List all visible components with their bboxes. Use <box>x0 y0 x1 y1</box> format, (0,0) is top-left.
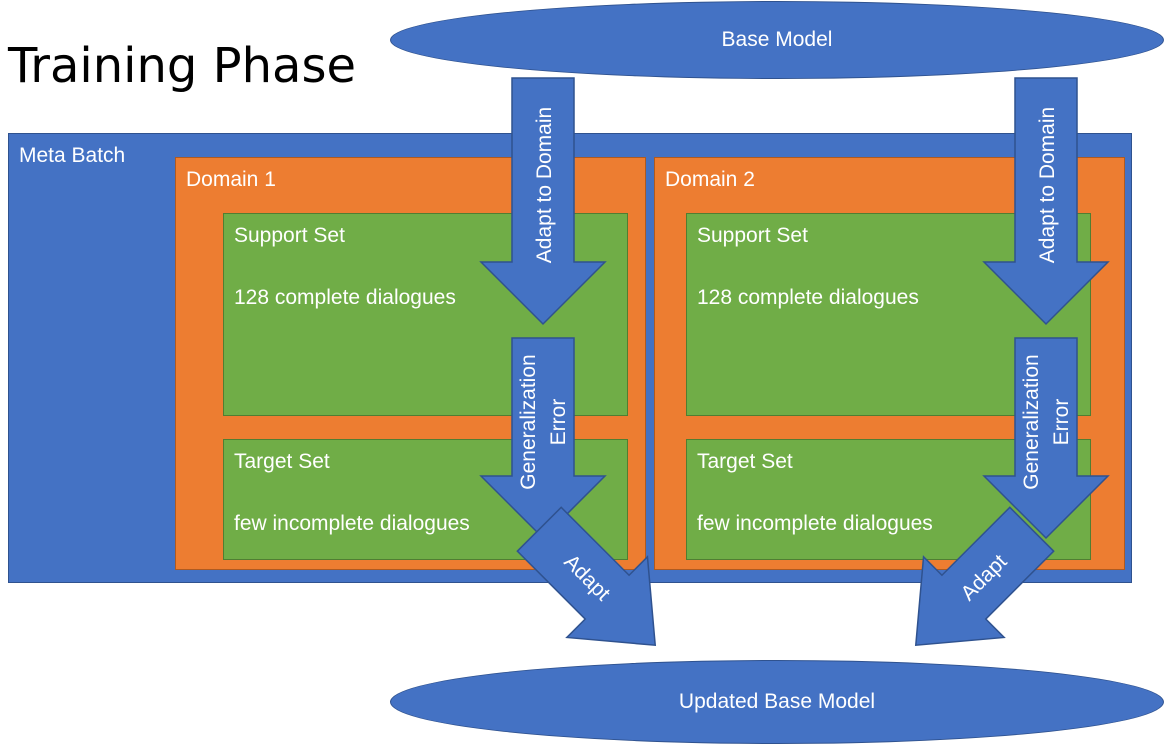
target-set-label: Target Set <box>234 450 330 473</box>
adapt-to-domain-arrow-1: Adapt to Domain <box>479 77 607 326</box>
target-set-description: few incomplete dialogues <box>234 512 470 535</box>
adapt-to-domain-arrow-2: Adapt to Domain <box>982 77 1110 326</box>
generalization-error-arrow-2: Generalization Error <box>982 337 1110 540</box>
updated-base-model-label: Updated Base Model <box>678 690 876 713</box>
support-set-description: 128 complete dialogues <box>697 286 919 309</box>
updated-base-model-ellipse: Updated Base Model <box>390 660 1164 744</box>
page-title: Training Phase <box>8 38 356 94</box>
domain-2-label: Domain 2 <box>665 168 755 191</box>
generalization-error-text-line1: Generalization <box>1020 354 1043 489</box>
base-model-ellipse: Base Model <box>390 1 1164 79</box>
generalization-error-arrow-1: Generalization Error <box>479 337 607 540</box>
generalization-error-text-line2: Error <box>1050 399 1073 446</box>
adapt-to-domain-text: Adapt to Domain <box>533 107 556 263</box>
support-set-label: Support Set <box>234 224 345 247</box>
domain-1-label: Domain 1 <box>186 168 276 191</box>
generalization-error-text-line2: Error <box>547 399 570 446</box>
support-set-label: Support Set <box>697 224 808 247</box>
target-set-label: Target Set <box>697 450 793 473</box>
adapt-arrow-2: Adapt <box>914 506 1055 647</box>
meta-batch-label: Meta Batch <box>19 144 126 167</box>
support-set-description: 128 complete dialogues <box>234 286 456 309</box>
base-model-label: Base Model <box>721 28 833 51</box>
adapt-arrow-1: Adapt <box>516 506 657 647</box>
target-set-description: few incomplete dialogues <box>697 512 933 535</box>
generalization-error-text-line1: Generalization <box>517 354 540 489</box>
adapt-to-domain-text: Adapt to Domain <box>1036 107 1059 263</box>
